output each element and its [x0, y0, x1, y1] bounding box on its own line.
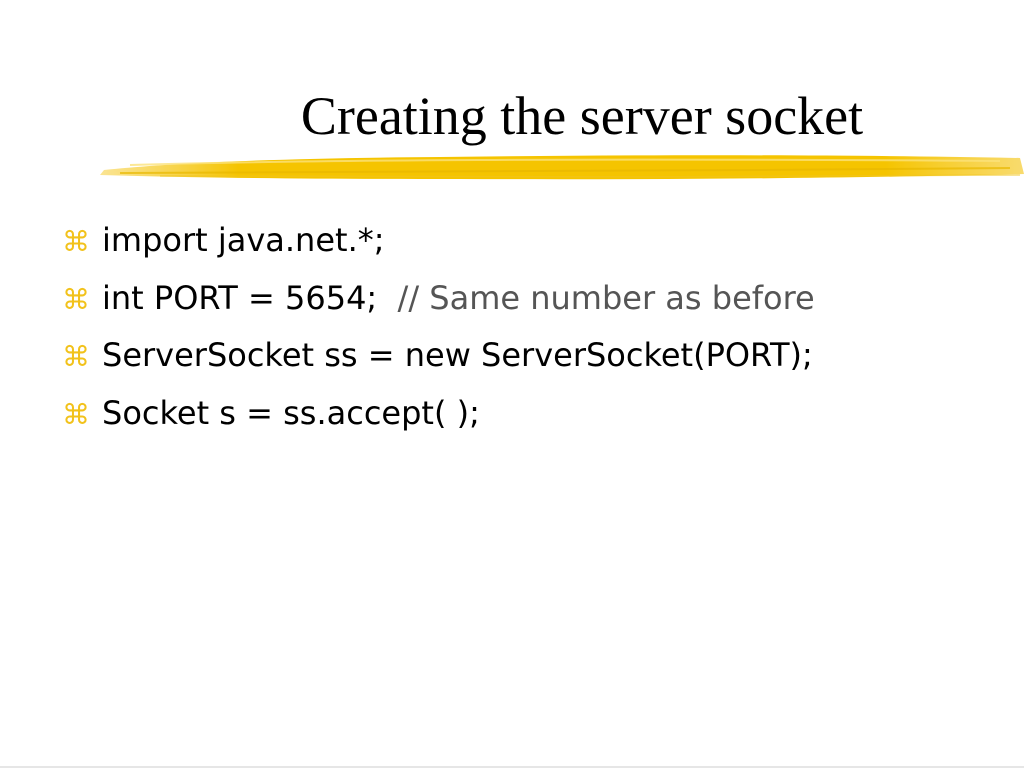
bullet-code: import java.net.*;: [102, 221, 385, 259]
bullet-code: ServerSocket ss = new ServerSocket(PORT)…: [102, 336, 813, 374]
command-key-icon: ⌘: [62, 225, 90, 258]
bullet-item: ⌘ int PORT = 5654; // Same number as befo…: [62, 270, 815, 328]
bullet-code: Socket s = ss.accept( );: [102, 393, 480, 432]
slide-title: Creating the server socket: [300, 86, 864, 146]
command-key-icon: ⌘: [62, 397, 90, 431]
command-key-icon: ⌘: [62, 282, 90, 316]
bullet-item: ⌘ Socket s = ss.accept( );: [62, 385, 815, 443]
bullet-item: ⌘ import java.net.*;: [62, 212, 815, 270]
bullet-code: int PORT = 5654;: [102, 278, 398, 317]
title-underline-brushstroke: [100, 155, 1024, 180]
bullet-list: ⌘ import java.net.*; ⌘ int PORT = 5654; // …: [62, 212, 815, 442]
bullet-item: ⌘ ServerSocket ss = new ServerSocket(PORT…: [62, 327, 815, 385]
bottom-divider: [0, 766, 1024, 768]
command-key-icon: ⌘: [62, 340, 90, 373]
bullet-comment: // Same number as before: [397, 278, 815, 317]
